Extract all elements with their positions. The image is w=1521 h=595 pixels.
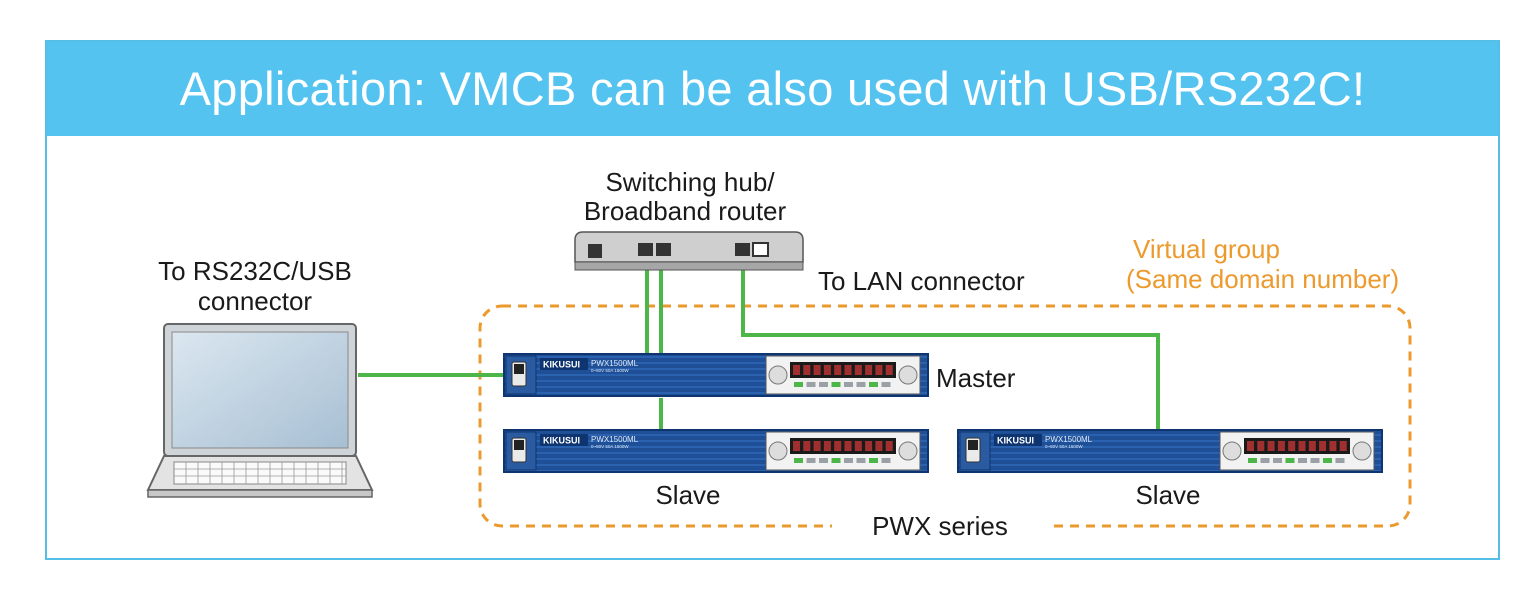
lan-cables <box>358 255 1160 430</box>
page-title: Application: VMCB can be also used with … <box>179 62 1366 115</box>
device-spec-text: 0~80V 50A 1500W <box>591 368 629 373</box>
hub-label-line1: Switching hub/ <box>605 167 775 197</box>
virtual-group-label-line2: (Same domain number) <box>1126 264 1400 294</box>
device-brand-text: KIKUSUI <box>543 436 580 446</box>
switching-hub <box>574 231 804 271</box>
lan-label: To LAN connector <box>818 266 1025 296</box>
device-brand-text: KIKUSUI <box>997 436 1034 446</box>
device-model-text: PWX1500ML <box>591 435 639 444</box>
hub-label-line2: Broadband router <box>583 196 787 226</box>
device-model-text: PWX1500ML <box>591 359 639 368</box>
device-spec-text: 0~80V 50A 1500W <box>591 444 629 449</box>
slave-label-2: Slave <box>1135 480 1201 510</box>
device-model-text: PWX1500ML <box>1045 435 1093 444</box>
device-spec-text: 0~80V 50A 1500W <box>1045 444 1083 449</box>
hub-ports <box>638 243 750 256</box>
slave-label-1: Slave <box>655 480 721 510</box>
title-banner: Application: VMCB can be also used with … <box>47 42 1498 136</box>
rs232c-label-line2: connector <box>197 286 313 316</box>
virtual-group-outline <box>478 304 1412 528</box>
series-label-mask <box>832 510 1047 540</box>
master-label: Master <box>936 363 1016 393</box>
series-label: PWX series <box>872 511 1008 541</box>
virtual-group-label-line1: Virtual group <box>1133 234 1280 264</box>
device-brand-text: KIKUSUI <box>543 360 580 370</box>
rs232c-label-line1: To RS232C/USB <box>158 256 352 286</box>
laptop <box>146 323 374 498</box>
